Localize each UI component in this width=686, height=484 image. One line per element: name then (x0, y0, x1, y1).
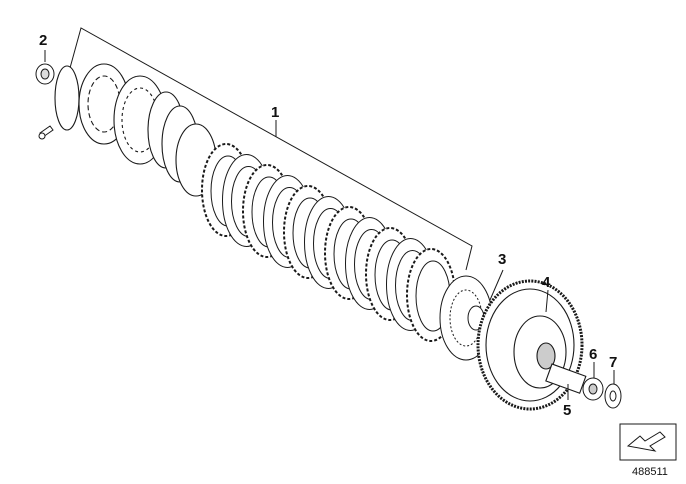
callout-3: 3 (498, 251, 506, 268)
arrow-icon (619, 423, 677, 461)
leader-lines (489, 269, 615, 400)
callout-5: 5 (563, 402, 571, 419)
nut-part (582, 377, 604, 401)
document-number: 488511 (632, 466, 668, 478)
callout-6: 6 (589, 346, 597, 363)
clutch-plates (201, 143, 456, 342)
clutch-stack (54, 63, 217, 197)
washer-part (604, 383, 622, 409)
callout-7: 7 (609, 354, 617, 371)
callout-1: 1 (271, 104, 279, 121)
clutch-housing-part (476, 279, 587, 411)
callout-2: 2 (39, 32, 47, 49)
callout-4: 4 (542, 274, 551, 291)
bearing-part (35, 50, 55, 140)
callout-bracket-1 (69, 27, 473, 271)
